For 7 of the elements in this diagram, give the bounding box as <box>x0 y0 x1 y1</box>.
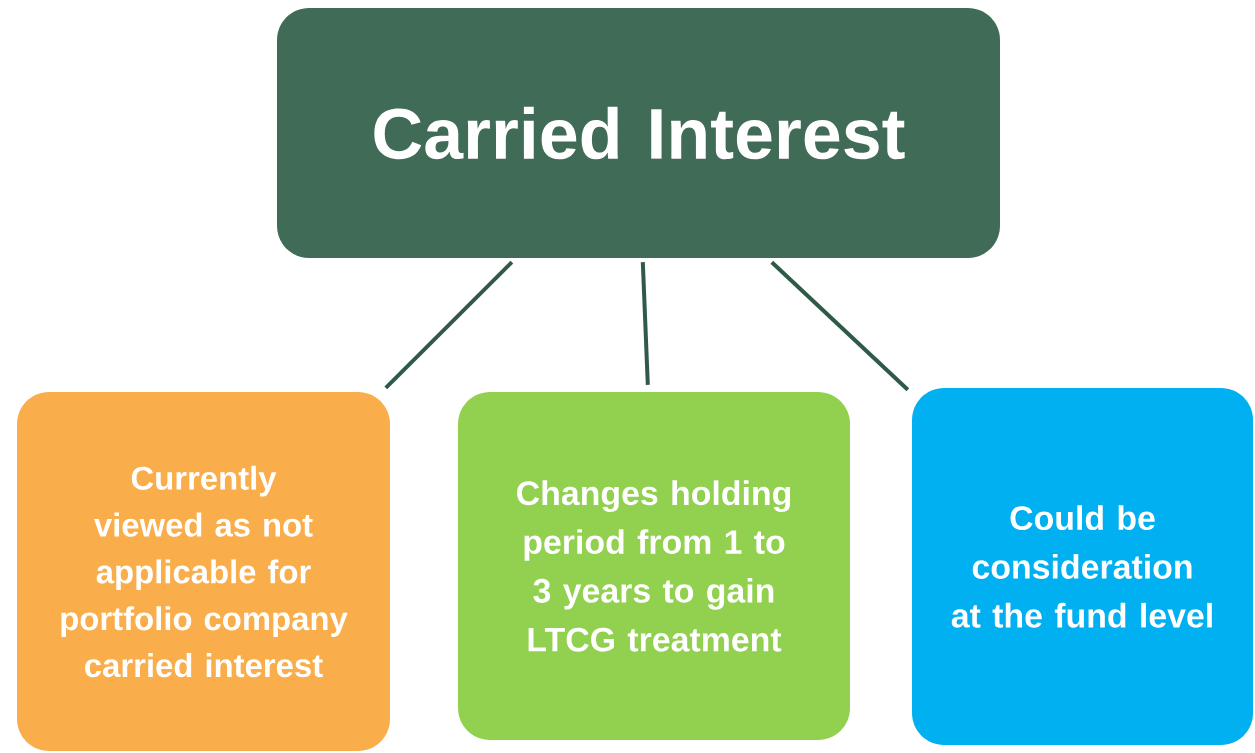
topic-box: Currently viewed as not applicable for portfolio company carried interest <box>17 392 390 751</box>
connector-line <box>384 260 514 390</box>
topic-box: Could be consideration at the fund level <box>912 388 1253 745</box>
connector-line <box>770 260 910 392</box>
title-box: Carried Interest <box>277 8 1000 258</box>
topic-box: Changes holding period from 1 to 3 years to gain LTCG treatment <box>458 392 850 740</box>
connector-line <box>640 262 650 385</box>
